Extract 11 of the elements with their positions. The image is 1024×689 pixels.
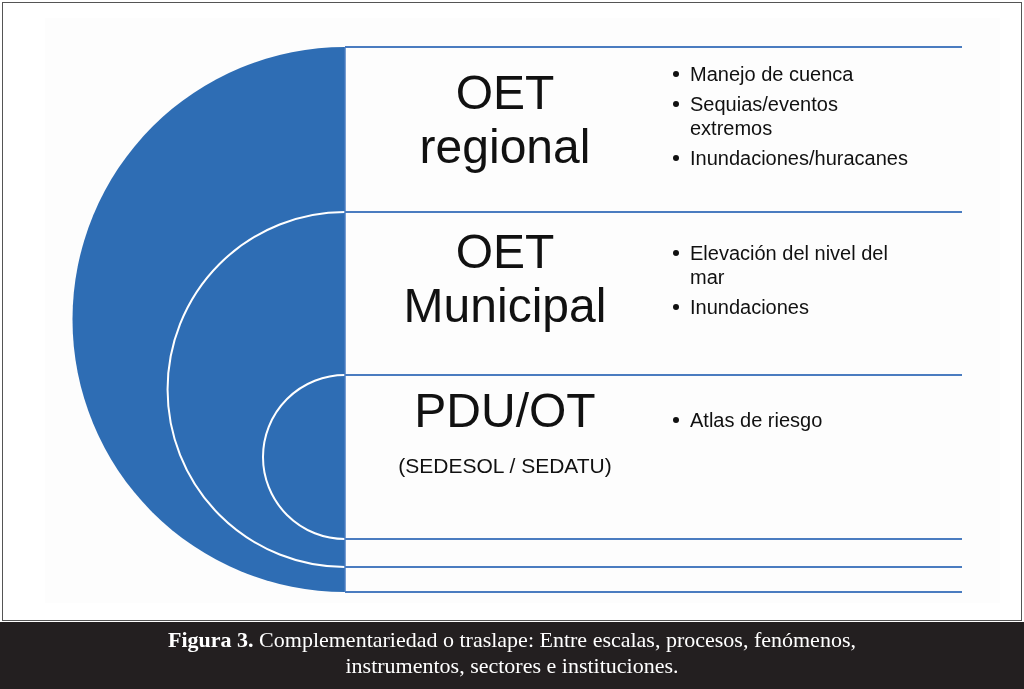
bullet-text: Inundaciones <box>690 296 809 318</box>
bullet-text: Manejo de cuenca <box>690 63 854 85</box>
bullet-text: Inundaciones/huracanes <box>690 147 908 169</box>
institution-note: (SEDESOL / SEDATU) <box>397 453 613 478</box>
figure-caption: Figura 3. Complementariedad o traslape: Entre escalas, procesos, fenómenos, instrumentos, sectores e instituciones. <box>167 627 857 679</box>
level-heading: PDU/OT <box>413 384 597 438</box>
bullet-text: Atlas de riesgo <box>690 409 823 431</box>
level-heading: OET Municipal <box>402 225 608 333</box>
level-heading: OET regional <box>418 66 592 174</box>
bullet-text: Sequias/eventos extremos <box>690 93 838 139</box>
bullet-text: Elevación del nivel del mar <box>690 242 888 288</box>
